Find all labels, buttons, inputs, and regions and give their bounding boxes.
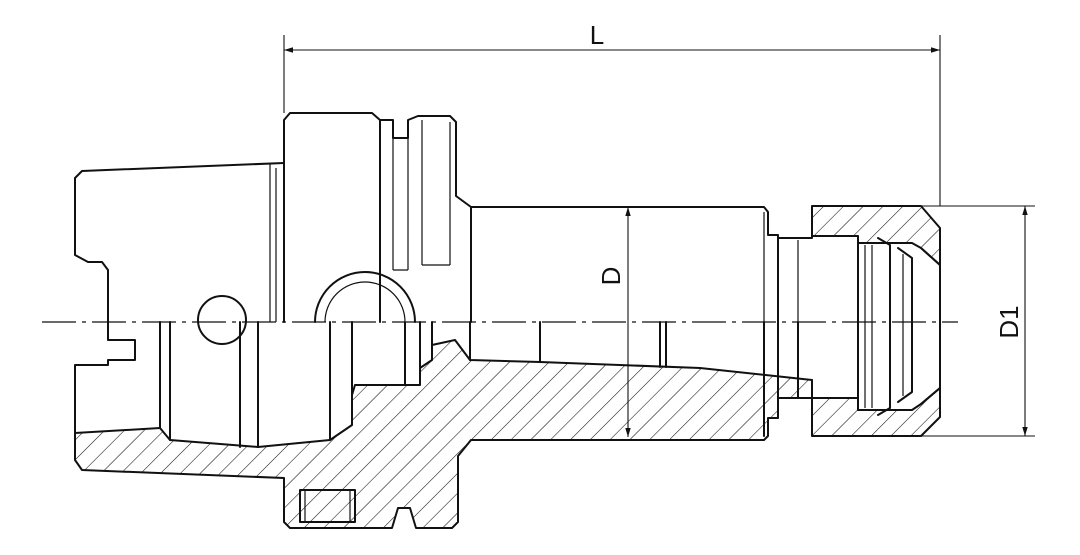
label-shank-diameter: D bbox=[596, 267, 626, 286]
label-nut-diameter: D1 bbox=[994, 305, 1024, 338]
upper-outline bbox=[74, 112, 813, 323]
dimension-length: L bbox=[283, 20, 941, 206]
dimension-shank-diameter: D bbox=[596, 207, 631, 437]
upper-features bbox=[197, 271, 416, 345]
dimension-nut-diameter: D1 bbox=[921, 205, 1035, 437]
clamping-nut bbox=[811, 205, 941, 437]
label-length: L bbox=[590, 20, 604, 50]
lower-section bbox=[74, 321, 813, 529]
